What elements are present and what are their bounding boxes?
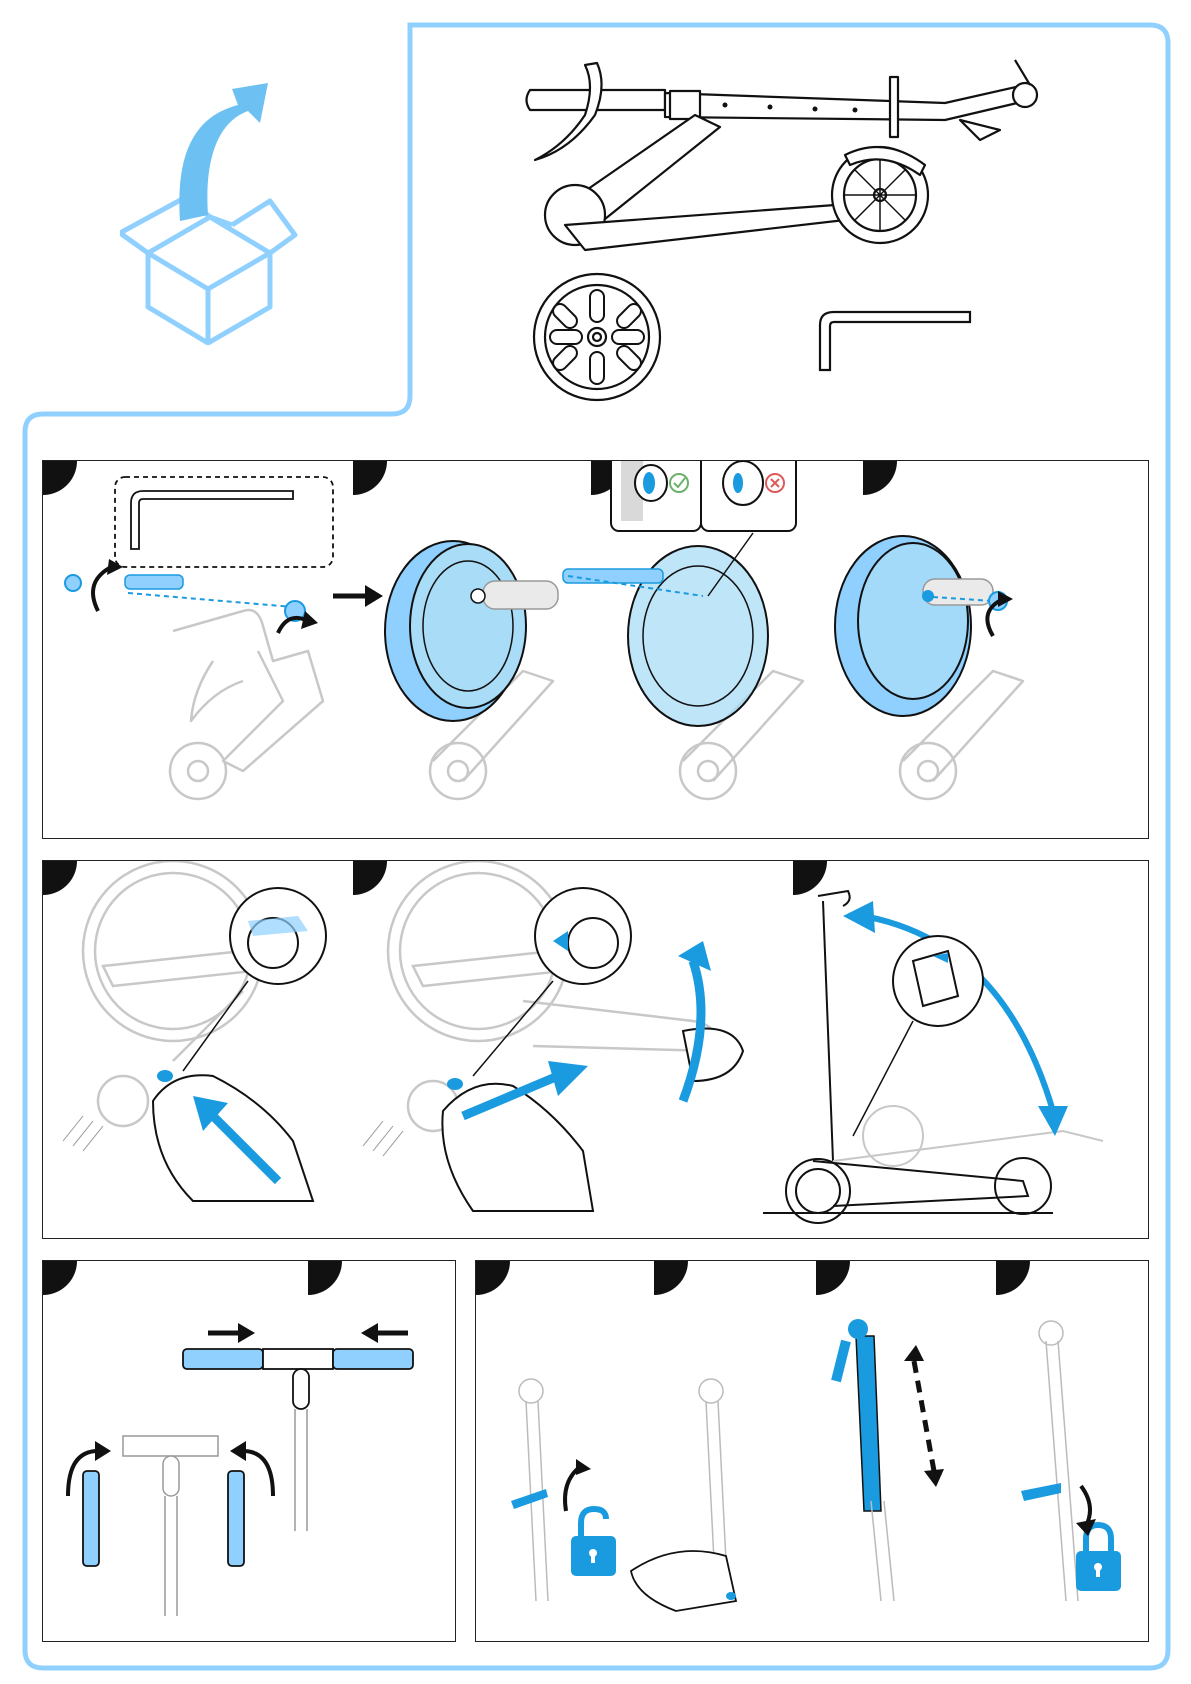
- panel-unfold-scooter: [42, 860, 1149, 1239]
- hand-icon: [442, 1084, 593, 1211]
- wheel-icon: [563, 533, 768, 726]
- height-adjust-illustration: [476, 1261, 1148, 1641]
- panel-handlebar-grips: [42, 1260, 456, 1642]
- panel-height-adjust: [475, 1260, 1149, 1642]
- allen-key-icon: [800, 300, 980, 380]
- cross-callout: [701, 461, 796, 531]
- wheel-icon: [530, 270, 665, 405]
- lock-icon: [1076, 1525, 1121, 1591]
- unfold-steps-illustration: [43, 861, 1148, 1238]
- panel-front-wheel-install: [42, 460, 1149, 839]
- arrow-icon: [333, 585, 383, 607]
- hand-icon: [631, 1551, 736, 1611]
- wheel-icon: [385, 541, 558, 721]
- grips-illustration: [43, 1261, 455, 1641]
- wheel-icon: [835, 536, 1013, 716]
- arrow-icon: [179, 83, 268, 221]
- axle-parts: [65, 559, 318, 633]
- folded-scooter-illustration: [525, 55, 1085, 255]
- box-open-icon: [120, 75, 320, 345]
- front-wheel-steps-illustration: [43, 461, 1148, 838]
- unlock-icon: [571, 1509, 616, 1576]
- check-callout: [611, 461, 701, 531]
